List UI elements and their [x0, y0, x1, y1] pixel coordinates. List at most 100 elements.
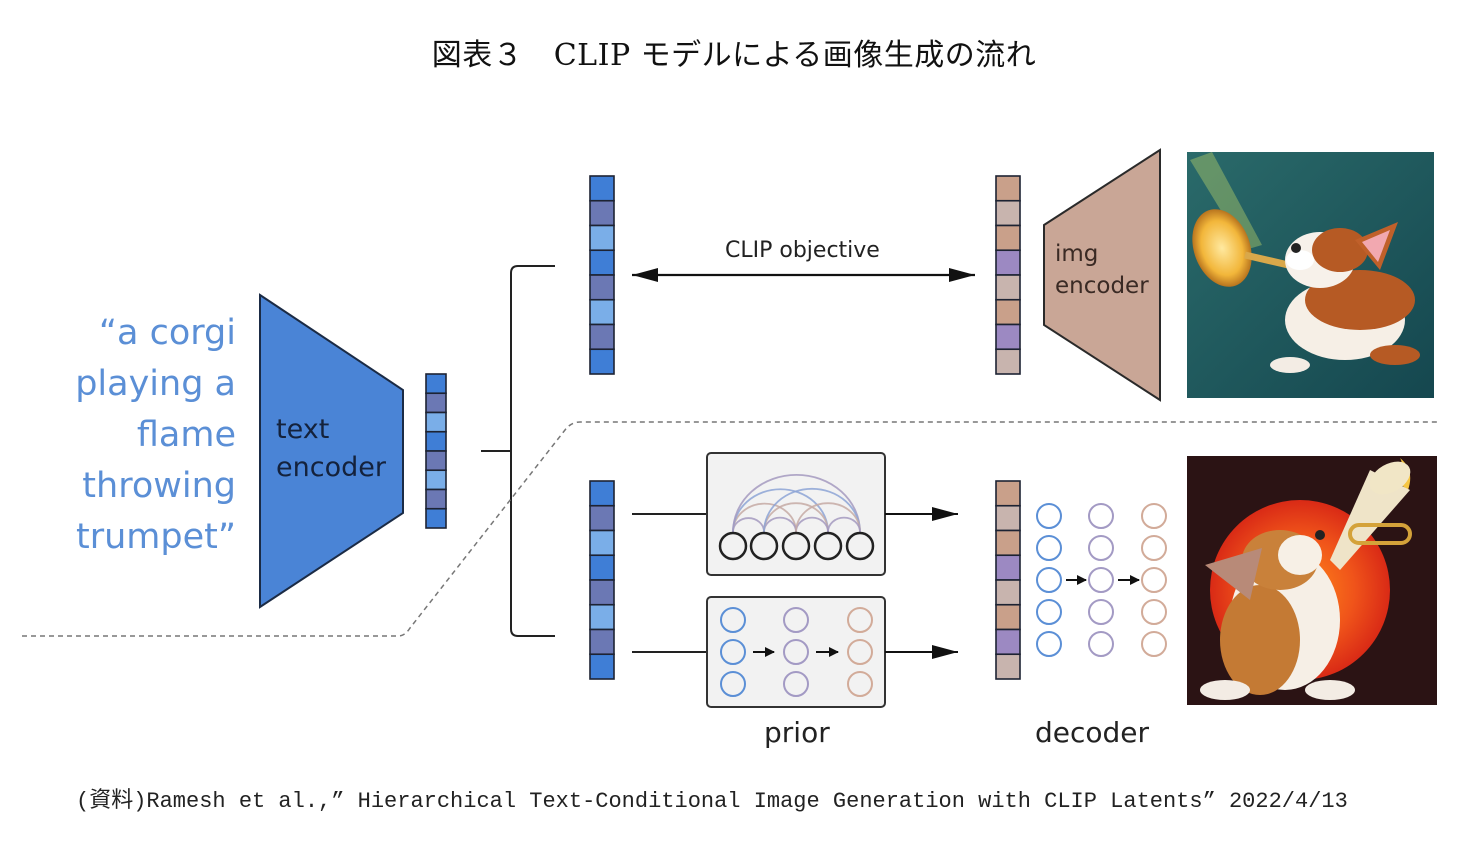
- prompt-line: trumpet”: [76, 517, 236, 557]
- attention-arc: [763, 487, 861, 533]
- prompt-line: throwing: [82, 466, 236, 506]
- embedding-cell: [425, 507, 447, 529]
- embedding-cell: [589, 628, 615, 656]
- embedding-cell: [589, 554, 615, 581]
- diffusion-node: [1088, 503, 1114, 529]
- attention-arc: [732, 488, 829, 533]
- clip-text-embedding: [589, 175, 615, 375]
- prompt-line: playing a: [75, 364, 236, 404]
- embedding-cell: [995, 480, 1021, 507]
- embedding-cell: [589, 298, 615, 326]
- embedding-cell: [589, 653, 615, 680]
- diffusion-node: [783, 607, 809, 633]
- embedding-cell: [995, 274, 1021, 301]
- figure-title: 図表３ CLIP モデルによる画像生成の流れ: [431, 38, 1037, 73]
- attention-arc: [827, 516, 861, 533]
- embedding-cell: [995, 199, 1021, 227]
- token-node: [845, 531, 875, 561]
- img-encoder-label-line2: encoder: [1055, 273, 1149, 299]
- diffusion-node: [720, 671, 746, 697]
- embedding-cell: [995, 348, 1021, 375]
- embedding-cell: [425, 450, 447, 472]
- attention-arc: [732, 502, 797, 533]
- embedding-cell: [589, 504, 615, 532]
- img-encoder-shape: [1043, 148, 1161, 402]
- source-caption: (資料)Ramesh et al.,” Hierarchical Text-Co…: [76, 789, 1348, 814]
- embedding-cell: [425, 411, 447, 433]
- diffusion-node: [1088, 599, 1114, 625]
- attention-arcs: [732, 474, 861, 533]
- embedding-cell: [995, 603, 1021, 631]
- text-encoder-label: text encoder: [276, 411, 386, 487]
- embedding-cell: [995, 554, 1021, 581]
- diffusion-node: [1036, 599, 1062, 625]
- diffusion-node: [1036, 535, 1062, 561]
- diffusion-node: [1088, 535, 1114, 561]
- decoder-input-image-embedding: [995, 480, 1021, 680]
- prior-label: prior: [764, 716, 830, 749]
- embedding-cell: [589, 603, 615, 631]
- text-encoder-shape: [259, 293, 404, 609]
- attention-arc: [732, 474, 861, 533]
- diffusion-node: [720, 607, 746, 633]
- embedding-cell: [589, 175, 615, 202]
- decoder-label: decoder: [1035, 716, 1150, 749]
- embedding-cell: [425, 392, 447, 414]
- embedding-cell: [425, 469, 447, 491]
- diffusion-node: [1141, 567, 1167, 593]
- embedding-cell: [425, 430, 447, 452]
- clip-image-embedding: [995, 175, 1021, 375]
- diffusion-node: [720, 639, 746, 665]
- embedding-cell: [995, 175, 1021, 202]
- diffusion-node: [1088, 567, 1114, 593]
- embedding-cell: [995, 653, 1021, 680]
- prior-autoregressive-box: [706, 452, 886, 576]
- text-prompt: “a corgi playing a flame throwing trumpe…: [40, 308, 236, 563]
- autoregressive-tokens: [718, 531, 875, 561]
- diffusion-node: [1036, 503, 1062, 529]
- embedding-cell: [995, 529, 1021, 557]
- token-node: [813, 531, 843, 561]
- embedding-cell: [589, 579, 615, 606]
- bracket-connector: [481, 265, 555, 637]
- embedding-cell: [589, 323, 615, 351]
- diffusion-node: [1141, 503, 1167, 529]
- embedding-cell: [995, 224, 1021, 252]
- attention-arc: [763, 502, 829, 533]
- text-encoder-label-line1: text: [276, 414, 330, 445]
- embedding-cell: [995, 504, 1021, 532]
- decoder-diffusion-nodes: [1036, 503, 1167, 657]
- diffusion-node: [1088, 631, 1114, 657]
- embedding-cell: [589, 249, 615, 276]
- diffusion-node: [783, 639, 809, 665]
- diffusion-node: [783, 671, 809, 697]
- embedding-cell: [589, 274, 615, 301]
- prior-diffusion-box: [706, 596, 886, 708]
- token-node: [749, 531, 779, 561]
- embedding-cell: [995, 323, 1021, 351]
- embedding-cell: [995, 249, 1021, 276]
- generated-image: [1187, 456, 1437, 705]
- img-encoder-label: img encoder: [1055, 238, 1149, 302]
- diffusion-prior-nodes: [720, 607, 873, 697]
- embedding-cell: [589, 480, 615, 507]
- embedding-cell: [995, 579, 1021, 606]
- prompt-line: flame: [136, 415, 236, 455]
- embedding-cell: [995, 628, 1021, 656]
- attention-arc: [795, 502, 861, 533]
- diffusion-node: [1141, 631, 1167, 657]
- prompt-line: “a corgi: [98, 313, 236, 353]
- prior-input-text-embedding: [589, 480, 615, 680]
- dashed-separator: [22, 421, 1438, 637]
- diffusion-node: [1141, 599, 1167, 625]
- text-encoder-label-line2: encoder: [276, 452, 386, 483]
- text-embedding-vector: [425, 373, 447, 529]
- embedding-cell: [589, 199, 615, 227]
- embedding-cell: [589, 224, 615, 252]
- diffusion-node: [1141, 535, 1167, 561]
- embedding-cell: [589, 348, 615, 375]
- diffusion-node: [847, 639, 873, 665]
- embedding-cell: [425, 373, 447, 395]
- token-node: [781, 531, 811, 561]
